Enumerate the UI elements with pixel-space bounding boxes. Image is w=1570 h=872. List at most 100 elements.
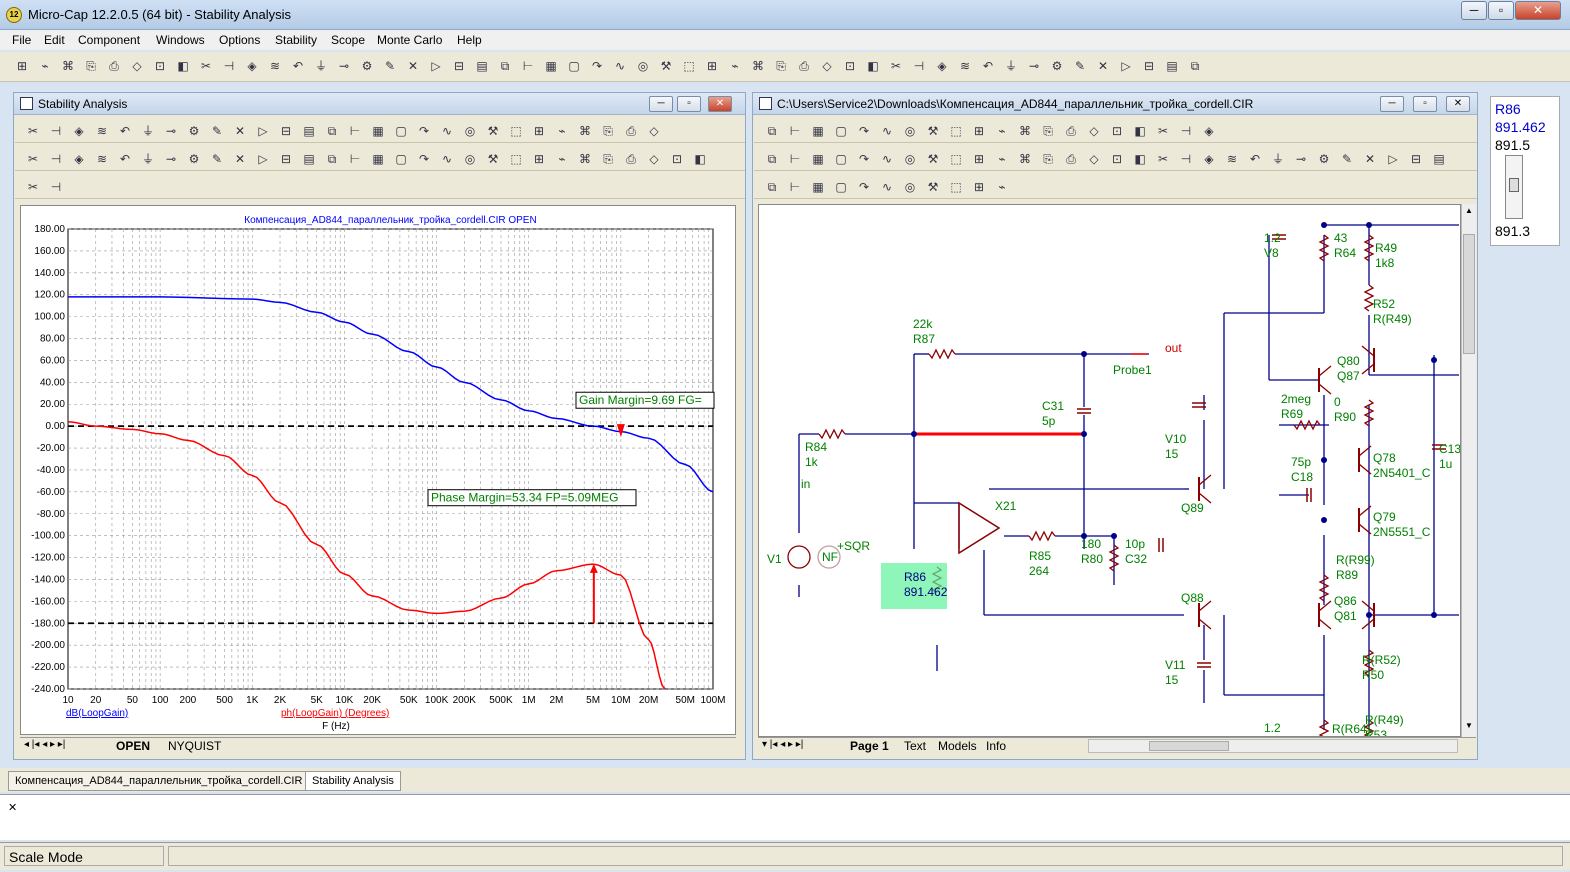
main-toolbar-tool-icon[interactable]: ▤ — [476, 59, 488, 73]
left-tb1-tool-icon[interactable]: ◇ — [649, 124, 659, 138]
right-tb2-tool-icon[interactable]: ✂ — [1157, 152, 1169, 166]
doc-tab-circuit[interactable]: Компенсация_AD844_параллельник_тройка_co… — [8, 771, 310, 791]
left-tb2-tool-icon[interactable]: ≋ — [96, 152, 108, 166]
left-tb2-tool-icon[interactable]: ⊟ — [280, 152, 292, 166]
right-tb1-tool-icon[interactable]: ⊡ — [1111, 124, 1123, 138]
right-tb2-tool-icon[interactable]: ▤ — [1433, 152, 1445, 166]
resistor-symbol[interactable] — [1363, 649, 1375, 677]
main-toolbar-tool-icon[interactable]: ⚒ — [660, 59, 672, 73]
right-minimize-button[interactable]: ─ — [1380, 96, 1404, 112]
right-tb2-tool-icon[interactable]: ◧ — [1134, 152, 1146, 166]
right-tb3-tool-icon[interactable]: ⊢ — [789, 180, 801, 194]
resistor-symbol[interactable] — [1318, 574, 1330, 602]
resistor-symbol[interactable] — [1363, 719, 1375, 737]
tab-info[interactable]: Info — [986, 739, 1007, 753]
right-tb1-tool-icon[interactable]: ⌘ — [1019, 124, 1031, 138]
main-toolbar-tool-icon[interactable]: ◈ — [247, 59, 257, 73]
left-tb2-tool-icon[interactable]: ⌘ — [579, 152, 591, 166]
resistor-symbol[interactable] — [1293, 419, 1321, 431]
right-tb1-tool-icon[interactable]: ▢ — [835, 124, 847, 138]
left-tb1-tool-icon[interactable]: ◈ — [74, 124, 84, 138]
right-tb3-tool-icon[interactable]: ⬚ — [950, 180, 962, 194]
left-tb1-tool-icon[interactable]: ⬚ — [510, 124, 522, 138]
left-tb2-tool-icon[interactable]: ✎ — [211, 152, 223, 166]
tab-open[interactable]: OPEN — [116, 739, 151, 753]
main-toolbar-tool-icon[interactable]: ⎙ — [799, 59, 809, 73]
left-tb1-tool-icon[interactable]: ⊟ — [280, 124, 292, 138]
hscroll-thumb[interactable] — [1149, 741, 1229, 751]
left-tb2-tool-icon[interactable]: ↶ — [119, 152, 131, 166]
right-tb1-tool-icon[interactable]: ◧ — [1134, 124, 1146, 138]
left-tb1-tool-icon[interactable]: ⌘ — [579, 124, 591, 138]
resistor-symbol[interactable] — [928, 348, 956, 360]
main-toolbar-tool-icon[interactable]: ≋ — [269, 59, 281, 73]
menu-scope[interactable]: Scope — [331, 33, 366, 47]
right-tb2-tool-icon[interactable]: ⊣ — [1180, 152, 1192, 166]
tab-page-1[interactable]: Page 1 — [850, 739, 889, 753]
left-tb2-tool-icon[interactable]: ⏚ — [141, 152, 154, 166]
left-tb2-tool-icon[interactable]: ⊣ — [50, 152, 62, 166]
left-tb2-tool-icon[interactable]: ⧉ — [327, 152, 337, 166]
main-toolbar-tool-icon[interactable]: ▢ — [568, 59, 580, 73]
right-tb2-tool-icon[interactable]: ⌁ — [998, 152, 1006, 166]
right-tb2-tool-icon[interactable]: ⊟ — [1410, 152, 1422, 166]
left-tb2-tool-icon[interactable]: ▤ — [303, 152, 315, 166]
left-tb1-tool-icon[interactable]: ▤ — [303, 124, 315, 138]
minimize-button[interactable]: ─ — [1461, 1, 1487, 20]
right-tb2-tool-icon[interactable]: ⎙ — [1066, 152, 1076, 166]
tab-nav-arrows[interactable]: ◂ |◂ ◂ ▸ ▸| — [24, 739, 66, 750]
right-tb3-tool-icon[interactable]: ↷ — [858, 180, 870, 194]
right-tb2-tool-icon[interactable]: ⧉ — [767, 152, 777, 166]
right-tb1-tool-icon[interactable]: ⊞ — [973, 124, 985, 138]
menu-windows[interactable]: Windows — [156, 33, 205, 47]
left-tb1-tool-icon[interactable]: ⊢ — [349, 124, 361, 138]
main-toolbar-tool-icon[interactable]: ⏚ — [1004, 59, 1017, 73]
right-tb1-tool-icon[interactable]: ◎ — [904, 124, 916, 138]
main-toolbar-tool-icon[interactable]: ⊸ — [1028, 59, 1040, 73]
resistor-symbol[interactable] — [1318, 234, 1330, 262]
left-tb2-tool-icon[interactable]: ▢ — [395, 152, 407, 166]
right-tb1-tool-icon[interactable]: ⧉ — [767, 124, 777, 138]
right-tb3-tool-icon[interactable]: ⚒ — [927, 180, 939, 194]
left-tb2-tool-icon[interactable]: ⊞ — [533, 152, 545, 166]
right-tb1-tool-icon[interactable]: ▦ — [812, 124, 824, 138]
left-tb2-tool-icon[interactable]: ✕ — [234, 152, 246, 166]
tab-nyquist[interactable]: NYQUIST — [168, 739, 222, 753]
scroll-up-icon[interactable]: ▲ — [1465, 206, 1473, 215]
left-tb3-tool-icon[interactable]: ✂ — [27, 180, 39, 194]
left-tb1-tool-icon[interactable]: ✎ — [211, 124, 223, 138]
right-tb1-tool-icon[interactable]: ⊢ — [789, 124, 801, 138]
right-tb1-tool-icon[interactable]: ⌁ — [998, 124, 1006, 138]
left-tb1-tool-icon[interactable]: ≋ — [96, 124, 108, 138]
right-tb1-tool-icon[interactable]: ⊣ — [1180, 124, 1192, 138]
right-tb2-tool-icon[interactable]: ◎ — [904, 152, 916, 166]
schematic-drawing[interactable]: 22kR87Probe1outC315pR841kinX21V1+SQRNFR8… — [759, 205, 1461, 737]
bode-plot[interactable]: 180.00160.00140.00120.00100.0080.0060.00… — [21, 206, 737, 736]
left-close-button[interactable]: ✕ — [708, 96, 732, 112]
main-toolbar-tool-icon[interactable]: ▤ — [1166, 59, 1178, 73]
right-tb2-tool-icon[interactable]: ⬚ — [950, 152, 962, 166]
main-toolbar-tool-icon[interactable]: ▷ — [1121, 59, 1131, 73]
main-toolbar-tool-icon[interactable]: ✕ — [1097, 59, 1109, 73]
main-toolbar-tool-icon[interactable]: ⎙ — [109, 59, 119, 73]
main-toolbar-tool-icon[interactable]: ⊣ — [223, 59, 235, 73]
right-tb3-tool-icon[interactable]: ▦ — [812, 180, 824, 194]
right-tb3-tool-icon[interactable]: ⌁ — [998, 180, 1006, 194]
main-toolbar-tool-icon[interactable]: ✂ — [200, 59, 212, 73]
menu-monte-carlo[interactable]: Monte Carlo — [377, 33, 443, 47]
main-toolbar-tool-icon[interactable]: ⊞ — [706, 59, 718, 73]
output-close-icon[interactable]: ✕ — [8, 802, 18, 814]
left-tb1-tool-icon[interactable]: ⧉ — [327, 124, 337, 138]
main-toolbar-tool-icon[interactable]: ⊢ — [522, 59, 534, 73]
resistor-symbol[interactable] — [1108, 544, 1120, 572]
main-toolbar-tool-icon[interactable]: ≋ — [959, 59, 971, 73]
left-tb1-tool-icon[interactable]: ⏚ — [141, 124, 154, 138]
right-tb2-tool-icon[interactable]: ⌘ — [1019, 152, 1031, 166]
left-tb2-tool-icon[interactable]: ⊢ — [349, 152, 361, 166]
main-toolbar-tool-icon[interactable]: ⌁ — [731, 59, 739, 73]
left-tb1-tool-icon[interactable]: ⎘ — [603, 124, 613, 138]
right-tb2-tool-icon[interactable]: ≋ — [1226, 152, 1238, 166]
right-tb2-tool-icon[interactable]: ⊡ — [1111, 152, 1123, 166]
main-toolbar-tool-icon[interactable]: ⊞ — [16, 59, 28, 73]
right-tb2-tool-icon[interactable]: ⚒ — [927, 152, 939, 166]
